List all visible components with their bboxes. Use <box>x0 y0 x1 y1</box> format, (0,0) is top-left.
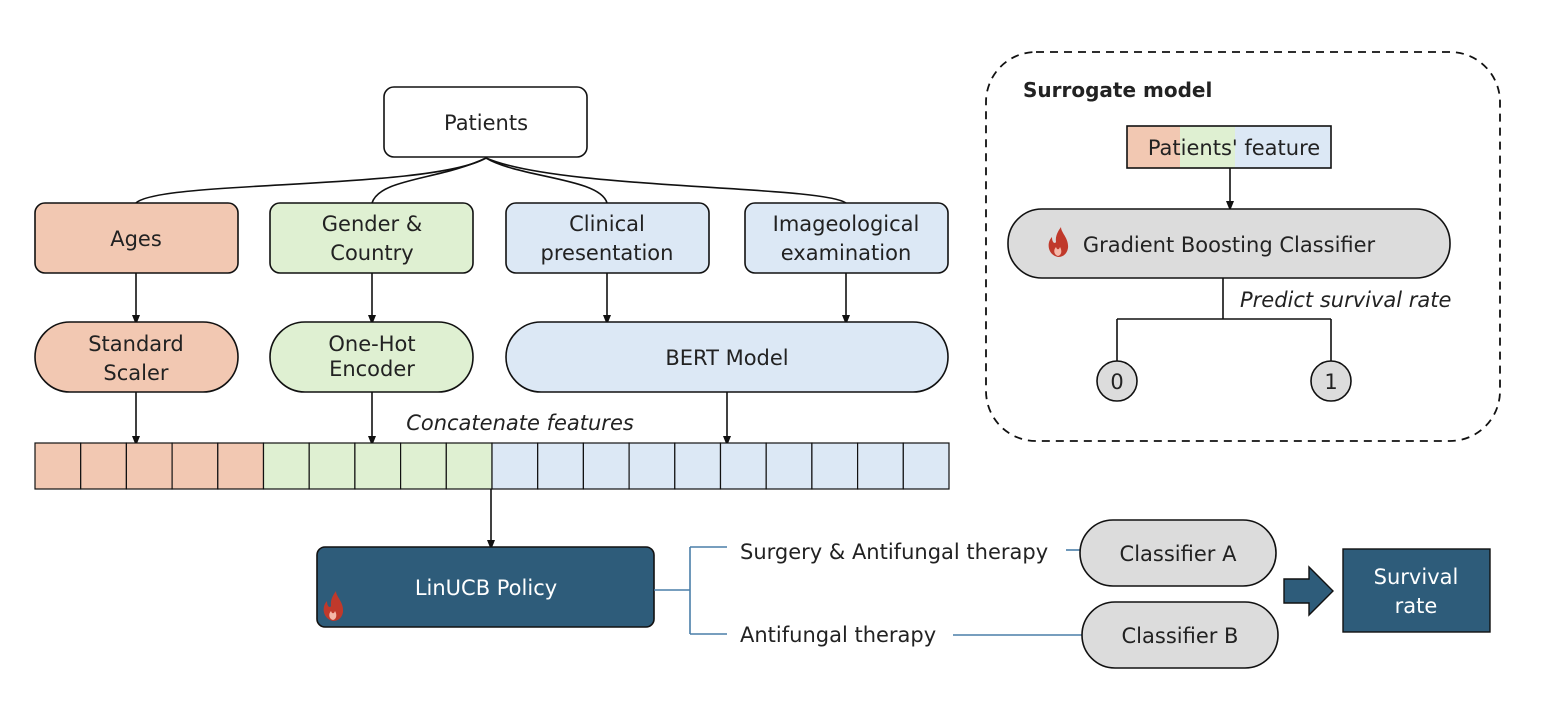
gender-country-node: Gender & Country <box>269 202 474 274</box>
feature-cell-text <box>674 442 722 490</box>
gender-country-label-2: Country <box>330 241 413 265</box>
feature-cell-gender_country <box>308 442 356 490</box>
therapy-bracket <box>654 546 1082 636</box>
classifier-a-label: Classifier A <box>1120 542 1238 566</box>
survival-rate-label-1: Survival <box>1374 565 1459 589</box>
clinical-label-1: Clinical <box>569 212 645 236</box>
linucb-label: LinUCB Policy <box>415 576 557 600</box>
patients-node: Patients <box>383 86 588 158</box>
antifungal-therapy-label: Antifungal therapy <box>740 623 936 647</box>
feature-cell-text <box>719 442 767 490</box>
one-hot-label-2: Encoder <box>329 357 415 381</box>
predict-survival-label: Predict survival rate <box>1240 288 1451 312</box>
feature-cell-text <box>537 442 585 490</box>
output-tree <box>1116 278 1332 361</box>
feature-cell-gender_country <box>354 442 402 490</box>
feature-cell-text <box>811 442 859 490</box>
imageological-label-2: examination <box>781 241 912 265</box>
clinical-label-2: presentation <box>541 241 674 265</box>
standard-scaler-label-2: Scaler <box>103 361 168 385</box>
bert-label: BERT Model <box>665 346 788 370</box>
surrogate-model-panel: Surrogate model Patients' feature Gradie… <box>985 51 1501 442</box>
concatenate-features-label: Concatenate features <box>406 411 634 435</box>
standard-scaler-node: Standard Scaler <box>34 321 239 393</box>
feature-cell-text <box>765 442 813 490</box>
block-arrow <box>1283 565 1334 617</box>
classifier-a-node: Classifier A <box>1079 519 1277 587</box>
feature-cell-text <box>491 442 539 490</box>
bert-model-node: BERT Model <box>505 321 949 393</box>
one-hot-encoder-node: One-Hot Encoder <box>269 321 474 393</box>
output-0-node: 0 <box>1096 360 1138 402</box>
clinical-node: Clinical presentation <box>505 202 710 274</box>
imageological-label-1: Imageological <box>773 212 920 236</box>
feature-cell-text <box>582 442 630 490</box>
patients-feature-box: Patients' feature <box>1126 125 1332 169</box>
standard-scaler-label-1: Standard <box>88 332 184 356</box>
feature-cell-ages <box>171 442 219 490</box>
feature-cell-ages <box>125 442 173 490</box>
feature-cell-text <box>628 442 676 490</box>
output-1-label: 1 <box>1324 370 1337 394</box>
encoder-arrows <box>132 273 850 325</box>
feature-cell-ages <box>80 442 127 490</box>
fire-icon <box>323 591 344 621</box>
feature-cell-gender_country <box>445 442 493 490</box>
patients-feature-label: Patients' feature <box>1148 136 1320 160</box>
linucb-policy-node: LinUCB Policy <box>316 546 655 628</box>
surrogate-title: Surrogate model <box>1023 78 1212 102</box>
feature-cell-text <box>902 442 950 490</box>
survival-rate-label-2: rate <box>1395 594 1438 618</box>
imageological-node: Imageological examination <box>744 202 949 274</box>
feature-cell-text <box>856 442 904 490</box>
feature-cell-gender_country <box>400 442 447 490</box>
feature-cell-gender_country <box>262 442 310 490</box>
output-1-node: 1 <box>1310 360 1352 402</box>
gender-country-label-1: Gender & <box>322 212 422 236</box>
gradient-boosting-label: Gradient Boosting Classifier <box>1083 233 1376 257</box>
classifier-b-node: Classifier B <box>1081 601 1279 669</box>
feature-cell-ages <box>217 442 265 490</box>
patients-links <box>135 157 847 204</box>
output-0-label: 0 <box>1110 370 1123 394</box>
fire-icon <box>1048 227 1069 257</box>
one-hot-label-1: One-Hot <box>328 332 415 356</box>
ages-label: Ages <box>110 227 162 251</box>
feature-vector <box>34 442 950 490</box>
classifier-b-label: Classifier B <box>1122 624 1239 648</box>
feature-cell-ages <box>34 442 82 490</box>
survival-rate-node: Survival rate <box>1342 548 1491 633</box>
surgery-therapy-label: Surgery & Antifungal therapy <box>740 540 1048 564</box>
gradient-boosting-node: Gradient Boosting Classifier <box>1007 208 1451 279</box>
ages-node: Ages <box>34 202 239 274</box>
vector-arrows <box>132 392 731 446</box>
patients-label: Patients <box>444 111 528 135</box>
